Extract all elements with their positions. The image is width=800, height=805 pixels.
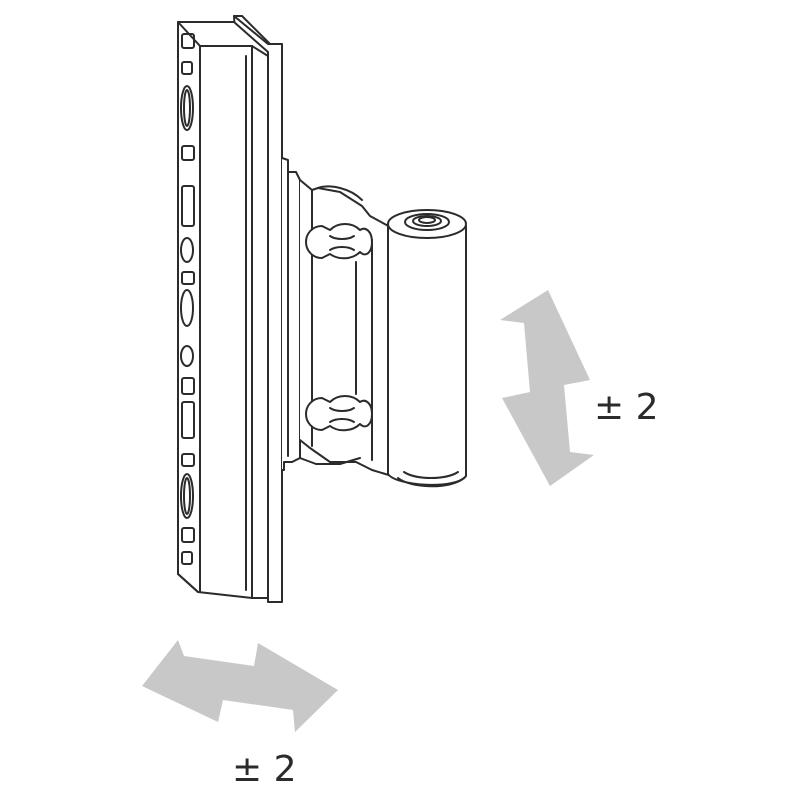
vertical-adjustment-label: ± 2 <box>594 387 659 428</box>
hinge-barrel <box>371 209 467 488</box>
hinge-bracket <box>281 157 393 477</box>
vertical-adjust-arrow-icon <box>500 290 594 486</box>
horizontal-adjustment-label: ± 2 <box>232 749 297 790</box>
horizontal-adjust-arrow-icon <box>142 640 338 732</box>
mounting-plate <box>177 15 283 603</box>
